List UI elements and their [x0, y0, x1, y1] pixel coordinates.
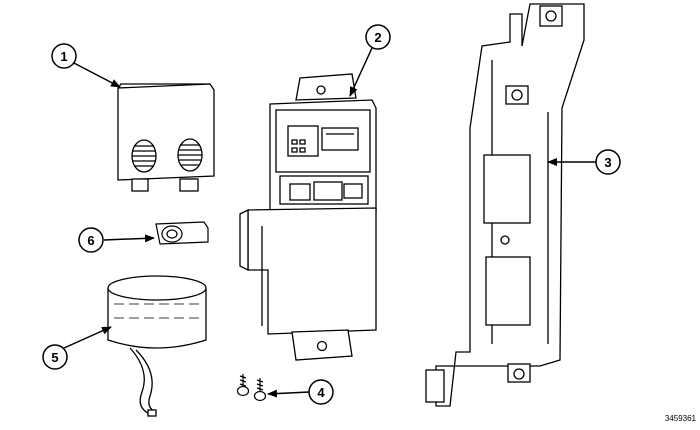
callout-circle: [308, 379, 334, 405]
callout-5: 5: [42, 344, 68, 370]
leader-2: [349, 47, 373, 97]
callout-label: 2: [374, 30, 381, 45]
part-3-bracket: [425, 3, 585, 407]
callout-arrows: [63, 47, 596, 398]
part-6-clip: [155, 221, 209, 245]
part-4-screws: [236, 374, 267, 402]
callout-label: 5: [51, 350, 58, 365]
callout-circle: [595, 149, 621, 175]
callout-4: 4: [308, 379, 334, 405]
callout-circle: [51, 43, 77, 69]
callout-circle: [365, 24, 391, 50]
callout-circle: [42, 344, 68, 370]
callout-label: 4: [317, 385, 325, 400]
leader-6: [103, 234, 155, 243]
callout-2: 2: [365, 24, 391, 50]
leader-4: [267, 389, 310, 398]
callout-label: 6: [87, 233, 94, 248]
callout-6: 6: [78, 227, 104, 253]
callout-label: 3: [604, 155, 611, 170]
figure-id: 3459361: [664, 414, 696, 423]
leader-1: [71, 61, 121, 88]
leader-5: [63, 326, 112, 349]
callout-label: 1: [60, 49, 67, 64]
callout-3: 3: [595, 149, 621, 175]
callout-1: 1: [51, 43, 77, 69]
callout-circle: [78, 227, 104, 253]
part-5-battery: [107, 275, 207, 417]
part-1-module: [117, 83, 215, 192]
part-2-housing: [239, 73, 377, 361]
